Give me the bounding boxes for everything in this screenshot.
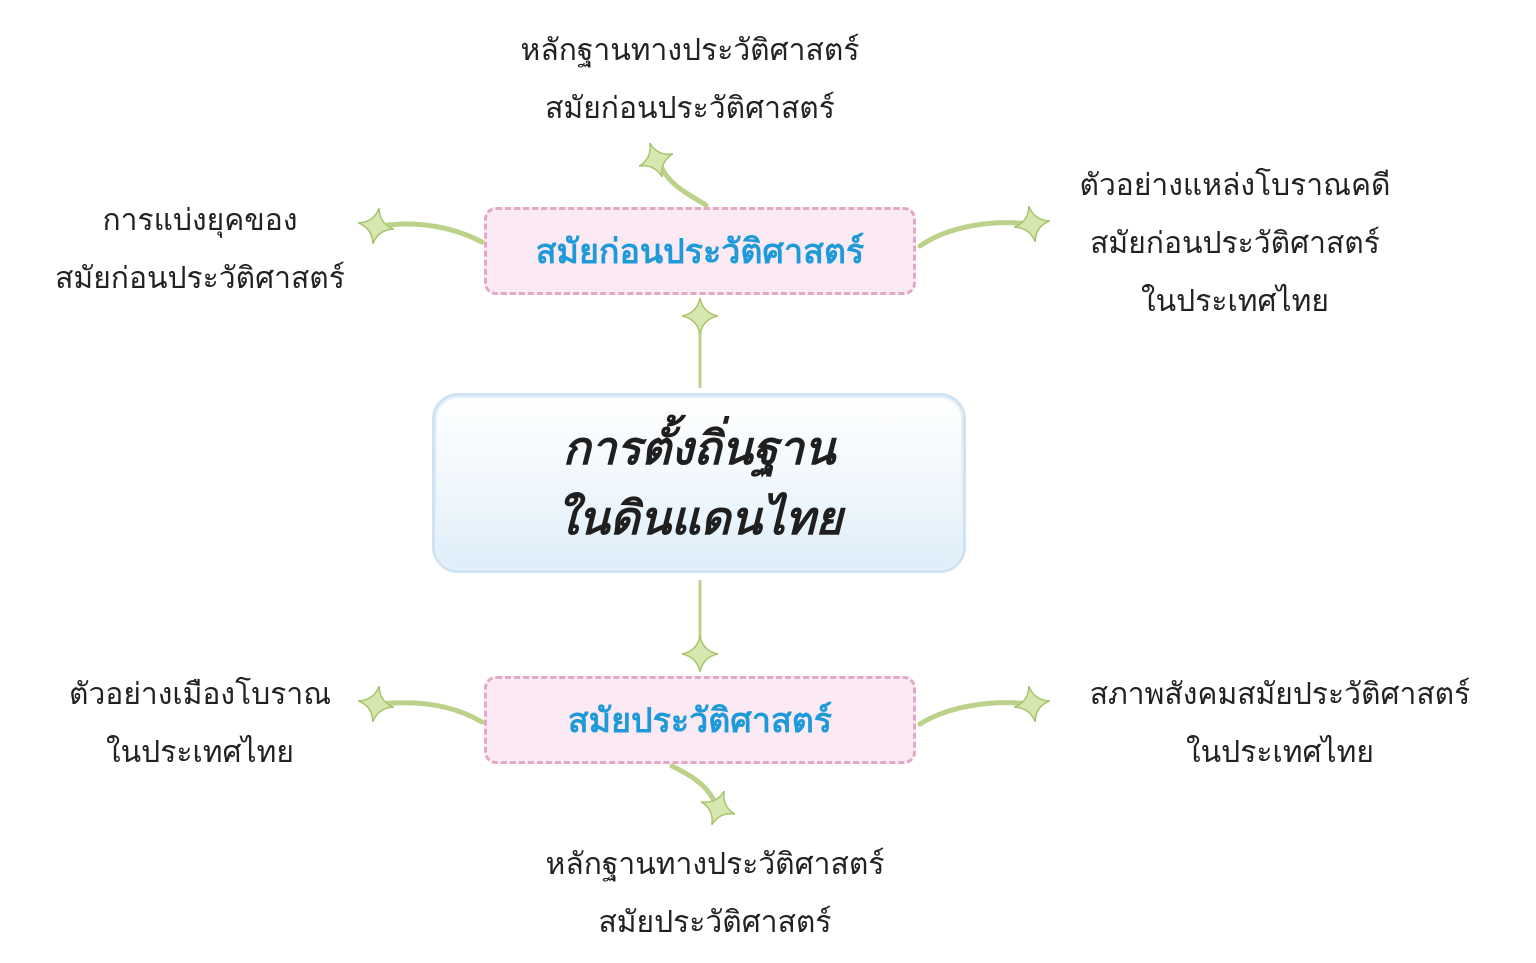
leaf-text-line: ในประเทศไทย xyxy=(1141,284,1329,319)
sparkle-icon xyxy=(357,207,395,245)
leaf-text-line: หลักฐานทางประวัติศาสตร์ xyxy=(520,33,860,68)
prehistoric-sites-leaf: ตัวอย่างแหล่งโบราณคดี สมัยก่อนประวัติศาส… xyxy=(1040,157,1430,331)
leaf-text-line: ในประเทศไทย xyxy=(1186,735,1374,770)
central-topic-box: การตั้งถิ่นฐาน ในดินแดนไทย xyxy=(432,393,966,573)
sparkle-icon xyxy=(1013,205,1051,243)
prehistoric-eras-leaf: การแบ่งยุคของ สมัยก่อนประวัติศาสตร์ xyxy=(10,192,390,308)
central-topic-line-1: การตั้งถิ่นฐาน xyxy=(562,421,836,475)
sparkle-icon xyxy=(1013,685,1051,723)
historic-period-node: สมัยประวัติศาสตร์ xyxy=(484,676,916,764)
central-topic-line-2: ในดินแดนไทย xyxy=(555,491,843,545)
sparkle-icon xyxy=(681,297,719,335)
leaf-text-line: สมัยก่อนประวัติศาสตร์ xyxy=(1090,226,1380,261)
leaf-text-line: ตัวอย่างแหล่งโบราณคดี xyxy=(1079,168,1391,203)
connector-historic-left xyxy=(377,700,485,725)
sparkle-icon xyxy=(700,790,736,826)
leaf-text-line: สมัยก่อนประวัติศาสตร์ xyxy=(545,91,835,126)
connector-prehistoric-top xyxy=(657,161,709,208)
prehistoric-evidence-leaf: หลักฐานทางประวัติศาสตร์ สมัยก่อนประวัติศ… xyxy=(440,22,940,138)
historic-evidence-leaf: หลักฐานทางประวัติศาสตร์ สมัยประวัติศาสตร… xyxy=(465,836,965,952)
leaf-text-line: ตัวอย่างเมืองโบราณ xyxy=(68,677,332,712)
leaf-text-line: การแบ่งยุคของ xyxy=(102,203,298,238)
sparkle-icon xyxy=(638,142,674,178)
leaf-text-line: สมัยก่อนประวัติศาสตร์ xyxy=(55,261,345,296)
leaf-text-line: ในประเทศไทย xyxy=(106,735,294,770)
connector-historic-right xyxy=(917,700,1033,727)
leaf-text-line: หลักฐานทางประวัติศาสตร์ xyxy=(545,847,885,882)
sparkle-icon xyxy=(357,685,395,723)
leaf-text-line: สมัยประวัติศาสตร์ xyxy=(598,905,832,940)
connector-historic-bottom xyxy=(669,763,719,808)
historic-society-leaf: สภาพสังคมสมัยประวัติศาสตร์ ในประเทศไทย xyxy=(1050,666,1510,782)
prehistoric-period-node: สมัยก่อนประวัติศาสตร์ xyxy=(484,207,916,295)
sparkle-icon xyxy=(681,635,719,673)
historic-ancient-cities-leaf: ตัวอย่างเมืองโบราณ ในประเทศไทย xyxy=(20,666,380,782)
leaf-text-line: สภาพสังคมสมัยประวัติศาสตร์ xyxy=(1089,677,1471,712)
connector-prehistoric-right xyxy=(917,220,1033,249)
connector-prehistoric-left xyxy=(377,221,485,245)
